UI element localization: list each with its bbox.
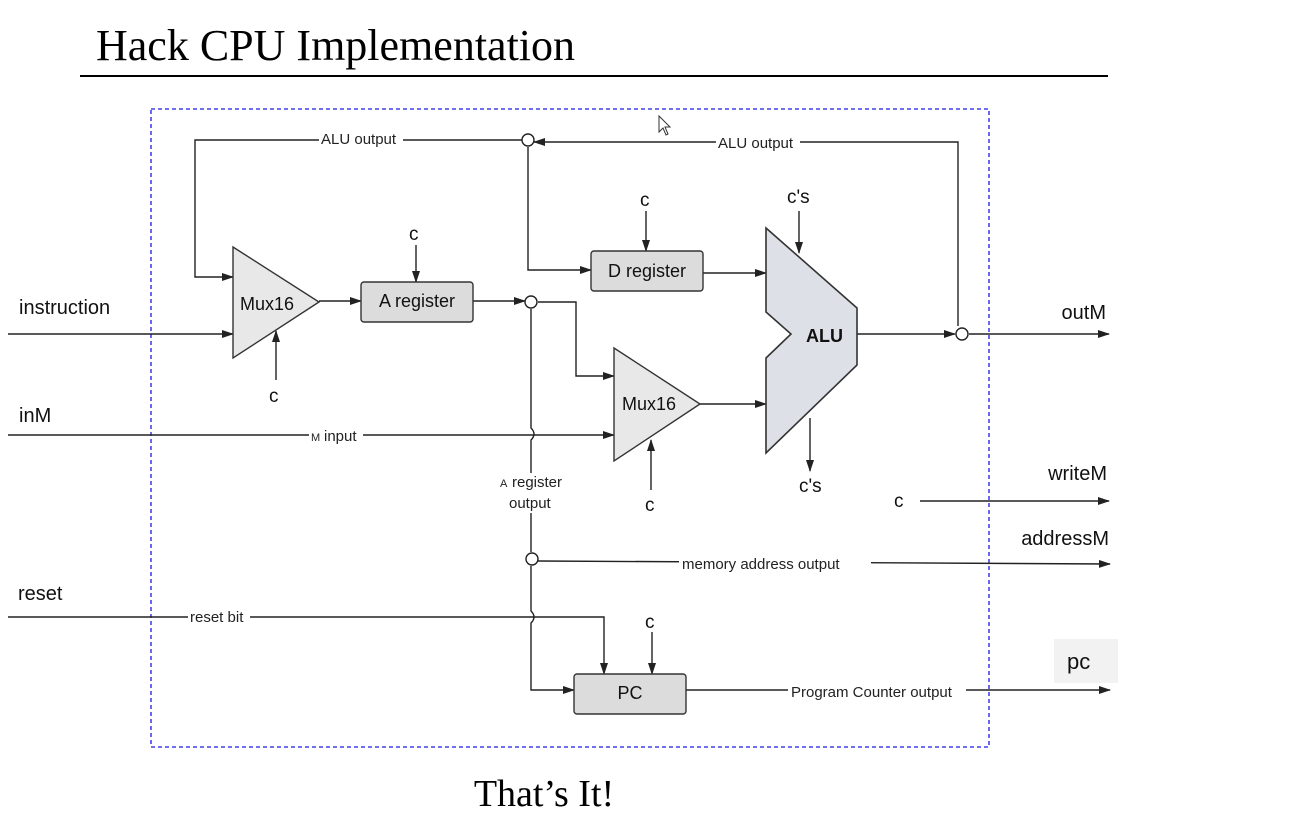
label-m-input-prefix: M — [311, 432, 320, 444]
cs-label-alu-in: c's — [787, 187, 810, 208]
label-a-register-output-prefix: A — [500, 478, 508, 490]
input-label-instruction: instruction — [19, 297, 110, 319]
node-memory-address — [525, 552, 539, 566]
c-label-muxa: c — [269, 386, 279, 407]
wire-areg-to-pc — [530, 566, 575, 694]
output-label-addressm: addressM — [1021, 528, 1109, 550]
node-alu-out — [955, 327, 969, 341]
wire-areg-down — [530, 309, 535, 552]
output-label-pc: pc — [1067, 649, 1090, 674]
wire-to-d-register — [527, 147, 592, 274]
label-m-input: input — [324, 428, 357, 445]
d-register-label: D register — [608, 261, 686, 281]
c-label-a-register: c — [409, 224, 419, 245]
slide-title: Hack CPU Implementation — [96, 21, 575, 70]
a-register — [360, 281, 474, 323]
footer-text: That’s It! — [474, 773, 614, 815]
wire-reset — [8, 616, 608, 675]
label-memory-address-output: memory address output — [682, 556, 840, 573]
a-register-label: A register — [379, 291, 455, 311]
pc-register-label: PC — [617, 683, 642, 703]
mux16-a — [232, 245, 321, 360]
alu-block — [765, 226, 858, 455]
output-label-writem: writeM — [1047, 463, 1107, 485]
alu-label: ALU — [806, 326, 843, 346]
input-label-reset: reset — [18, 583, 63, 605]
d-register — [590, 250, 704, 292]
label-alu-output-left: ALU output — [321, 131, 397, 148]
c-label-writem: c — [894, 491, 904, 512]
label-alu-output-right: ALU output — [718, 135, 794, 152]
wire-alu-output-right — [533, 138, 959, 326]
mux16-b — [613, 346, 702, 463]
label-reset-bit: reset bit — [190, 609, 244, 626]
node-alu-feedback — [521, 133, 535, 147]
cs-label-alu-out: c's — [799, 476, 822, 497]
label-a-register-output-line1: register — [512, 474, 562, 491]
label-a-register-output-line2: output — [509, 495, 552, 512]
input-label-inm: inM — [19, 405, 51, 427]
wire-areg-to-muxb — [538, 301, 615, 380]
c-label-muxb: c — [645, 495, 655, 516]
label-program-counter-output: Program Counter output — [791, 684, 953, 701]
cpu-boundary-frame — [150, 108, 990, 748]
output-label-outm: outM — [1062, 302, 1106, 324]
c-label-d-register: c — [640, 190, 650, 211]
c-label-pc: c — [645, 612, 655, 633]
pc-register — [573, 673, 687, 715]
pc-output-badge — [1054, 639, 1118, 683]
node-areg-out — [524, 295, 538, 309]
mux16-b-label: Mux16 — [622, 394, 676, 414]
mux16-a-label: Mux16 — [240, 294, 294, 314]
mouse-cursor-icon — [658, 114, 672, 136]
